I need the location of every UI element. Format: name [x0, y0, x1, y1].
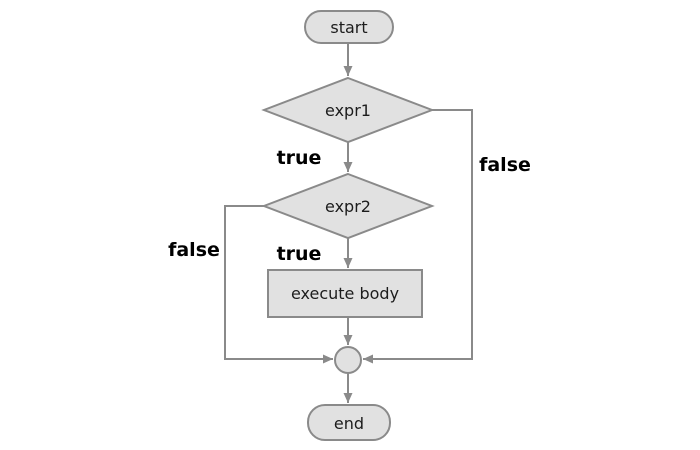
expr2-diamond-shape: [261, 172, 435, 240]
expr1-diamond-shape: [261, 76, 435, 144]
expr2-true-label: true: [277, 243, 322, 265]
edge-expr2-false-to-junction: [224, 205, 333, 364]
start-terminator-shape: [304, 10, 394, 44]
nodes: start expr1 expr2 execute body end: [261, 10, 435, 441]
edges: [224, 43, 473, 403]
start-node-label: start: [330, 18, 367, 37]
edge-labels: true false false true: [168, 147, 531, 265]
execute-body-rect-shape: [267, 269, 423, 318]
junction-circle-shape: [334, 346, 362, 374]
expr2-decision-node: expr2: [261, 172, 435, 240]
end-node: end: [307, 404, 391, 441]
execute-body-node-label: execute body: [291, 284, 399, 303]
expr1-true-label: true: [277, 147, 322, 169]
expr1-false-label: false: [479, 154, 531, 176]
expr2-node-label: expr2: [325, 197, 371, 216]
execute-body-node: execute body: [267, 269, 423, 318]
junction-node: [334, 346, 362, 374]
start-node: start: [304, 10, 394, 44]
edge-expr1-false-to-junction: [363, 109, 473, 364]
expr1-decision-node: expr1: [261, 76, 435, 144]
expr1-node-label: expr1: [325, 101, 371, 120]
end-node-label: end: [334, 414, 364, 433]
expr2-false-label: false: [168, 239, 220, 261]
end-terminator-shape: [307, 404, 391, 441]
